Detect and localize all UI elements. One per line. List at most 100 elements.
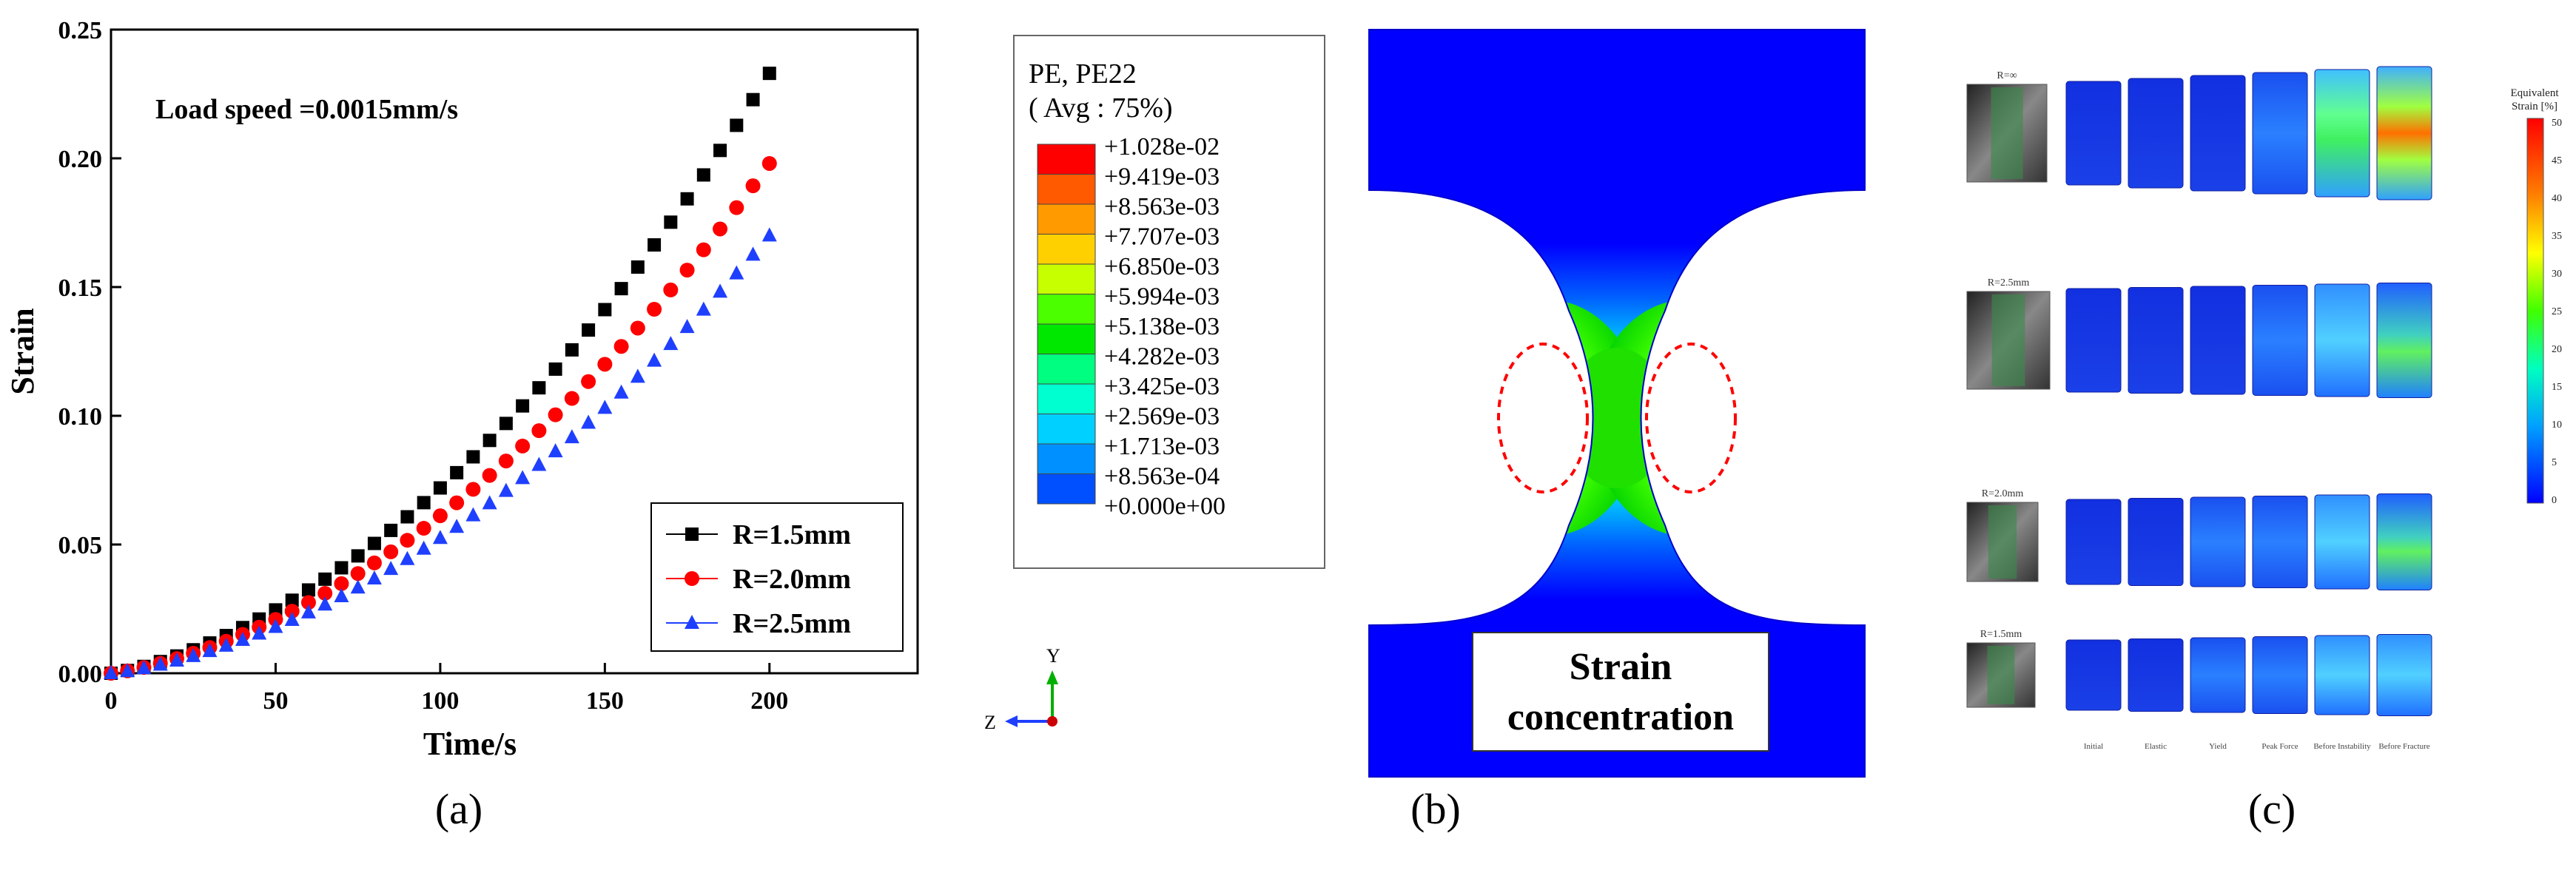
dic-strain-map xyxy=(2252,285,2308,396)
data-point xyxy=(334,576,349,591)
data-point xyxy=(613,339,629,354)
series-R=2.5mm xyxy=(104,227,777,679)
caption-c: (c) xyxy=(2247,785,2296,833)
data-point xyxy=(531,456,547,471)
data-point xyxy=(300,595,316,610)
data-point xyxy=(367,536,381,550)
x-tick-label: 150 xyxy=(586,687,624,715)
dic-strain-map xyxy=(2376,283,2432,398)
dic-strain-map xyxy=(2314,69,2370,198)
data-point xyxy=(564,391,579,406)
stage-label: Before Instability xyxy=(2313,742,2371,751)
data-point xyxy=(400,533,415,548)
legend-swatch xyxy=(1037,203,1096,235)
dic-strain-map xyxy=(2314,635,2370,715)
row-label: R=2.5mm xyxy=(1988,277,2030,289)
x-tick-label: 100 xyxy=(421,687,459,715)
data-point xyxy=(268,618,283,633)
colorbar-tick: 50 xyxy=(2552,118,2562,129)
y-tick-label: 0.10 xyxy=(58,403,103,431)
data-point xyxy=(515,438,531,454)
x-tick-label: 50 xyxy=(263,687,288,715)
data-point xyxy=(350,579,366,594)
data-point xyxy=(433,481,447,495)
data-point xyxy=(498,482,514,497)
data-point xyxy=(383,544,399,559)
legend-value: +8.563e-03 xyxy=(1104,193,1220,220)
data-point xyxy=(762,67,776,81)
data-point xyxy=(284,611,300,626)
data-point xyxy=(648,238,662,252)
data-point xyxy=(745,246,761,261)
colorbar-tick: 25 xyxy=(2552,306,2562,317)
data-point xyxy=(663,282,679,297)
data-point xyxy=(301,583,315,597)
contour-legend-subtitle: ( Avg : 75%) xyxy=(1029,92,1173,124)
data-point xyxy=(416,540,431,555)
axis-label-y: Y xyxy=(1046,645,1060,667)
colorbar-tick: 10 xyxy=(2552,419,2562,431)
data-point xyxy=(745,178,761,194)
data-point xyxy=(761,155,777,171)
legend-value: +7.707e-03 xyxy=(1104,223,1220,251)
dic-strain-map xyxy=(2065,288,2122,393)
dic-strain-map xyxy=(2190,496,2246,587)
colorbar-tick: 45 xyxy=(2552,155,2562,166)
strain-concentration-line1: Strain xyxy=(1570,646,1672,688)
data-point xyxy=(746,92,760,107)
data-point xyxy=(284,604,300,619)
data-point xyxy=(466,450,480,464)
data-point xyxy=(761,227,777,242)
data-point xyxy=(548,407,563,422)
colorbar-tick: 5 xyxy=(2552,457,2557,468)
data-point xyxy=(384,523,398,537)
y-tick-label: 0.00 xyxy=(58,661,103,688)
dic-strain-map xyxy=(2128,638,2184,712)
data-point xyxy=(417,496,431,510)
legend-marker xyxy=(685,571,699,586)
data-point xyxy=(730,118,744,132)
legend-value: +3.425e-03 xyxy=(1104,373,1220,400)
data-point xyxy=(136,660,152,675)
dic-strain-map xyxy=(2190,75,2246,192)
legend-swatch xyxy=(1037,323,1096,354)
legend-value: +6.850e-03 xyxy=(1104,253,1220,280)
legend-label: R=1.5mm xyxy=(733,519,851,550)
data-point xyxy=(613,384,629,399)
stage-label: Yield xyxy=(2209,742,2227,751)
data-point xyxy=(334,588,349,603)
data-point xyxy=(548,362,562,376)
dic-strain-map xyxy=(2314,283,2370,397)
strain-concentration-line2: concentration xyxy=(1507,696,1734,738)
legend-value: +1.028e-02 xyxy=(1104,133,1220,161)
data-point xyxy=(582,323,596,337)
data-point xyxy=(679,319,695,334)
data-point xyxy=(729,265,744,280)
contour-legend-title: PE, PE22 xyxy=(1029,58,1137,90)
dic-strain-map xyxy=(2190,286,2246,395)
data-point xyxy=(630,260,645,274)
data-point xyxy=(680,192,694,206)
data-point xyxy=(696,168,710,182)
data-point xyxy=(532,381,546,395)
y-tick-label: 0.15 xyxy=(58,274,103,302)
data-point xyxy=(713,283,728,298)
y-tick-label: 0.25 xyxy=(58,17,103,44)
data-point xyxy=(696,242,711,257)
dic-row: R=1.5mm xyxy=(1966,629,2432,716)
dic-strain-map xyxy=(2252,636,2308,714)
dic-strain-map xyxy=(2065,499,2122,585)
data-point xyxy=(696,301,711,316)
data-point xyxy=(498,454,514,469)
data-point xyxy=(449,495,465,510)
data-point xyxy=(350,566,366,582)
dic-row: R=∞ xyxy=(1966,66,2432,200)
data-point xyxy=(202,643,218,658)
data-point xyxy=(630,368,645,383)
dic-strain-map xyxy=(2190,637,2246,713)
stage-label: Peak Force xyxy=(2261,742,2298,751)
data-point xyxy=(317,596,333,611)
data-point xyxy=(679,263,695,278)
